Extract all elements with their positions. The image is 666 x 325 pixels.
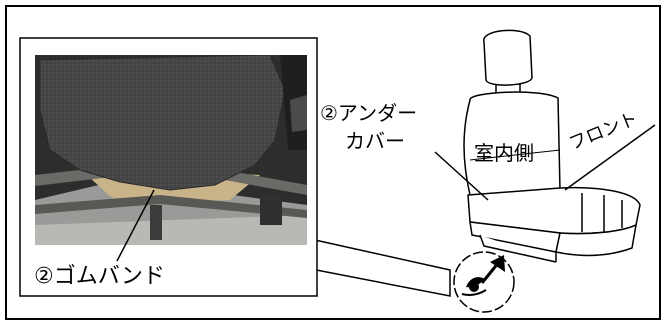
front-direction-line-2	[469, 149, 561, 161]
under-cover-label-line2: カバー	[345, 129, 405, 153]
seat-underside-photo	[35, 55, 307, 245]
under-cover-leader	[434, 151, 489, 201]
seat-illustration	[463, 29, 641, 263]
under-cover-label-line1: ②アンダー	[320, 101, 417, 125]
eye-with-arrow-icon	[453, 251, 515, 313]
indoor-side-label: 室内側	[474, 141, 534, 165]
rubber-band-label: ②ゴムバンド	[34, 264, 165, 289]
rubber-band-leader	[116, 189, 155, 262]
front-direction-line	[564, 124, 656, 191]
